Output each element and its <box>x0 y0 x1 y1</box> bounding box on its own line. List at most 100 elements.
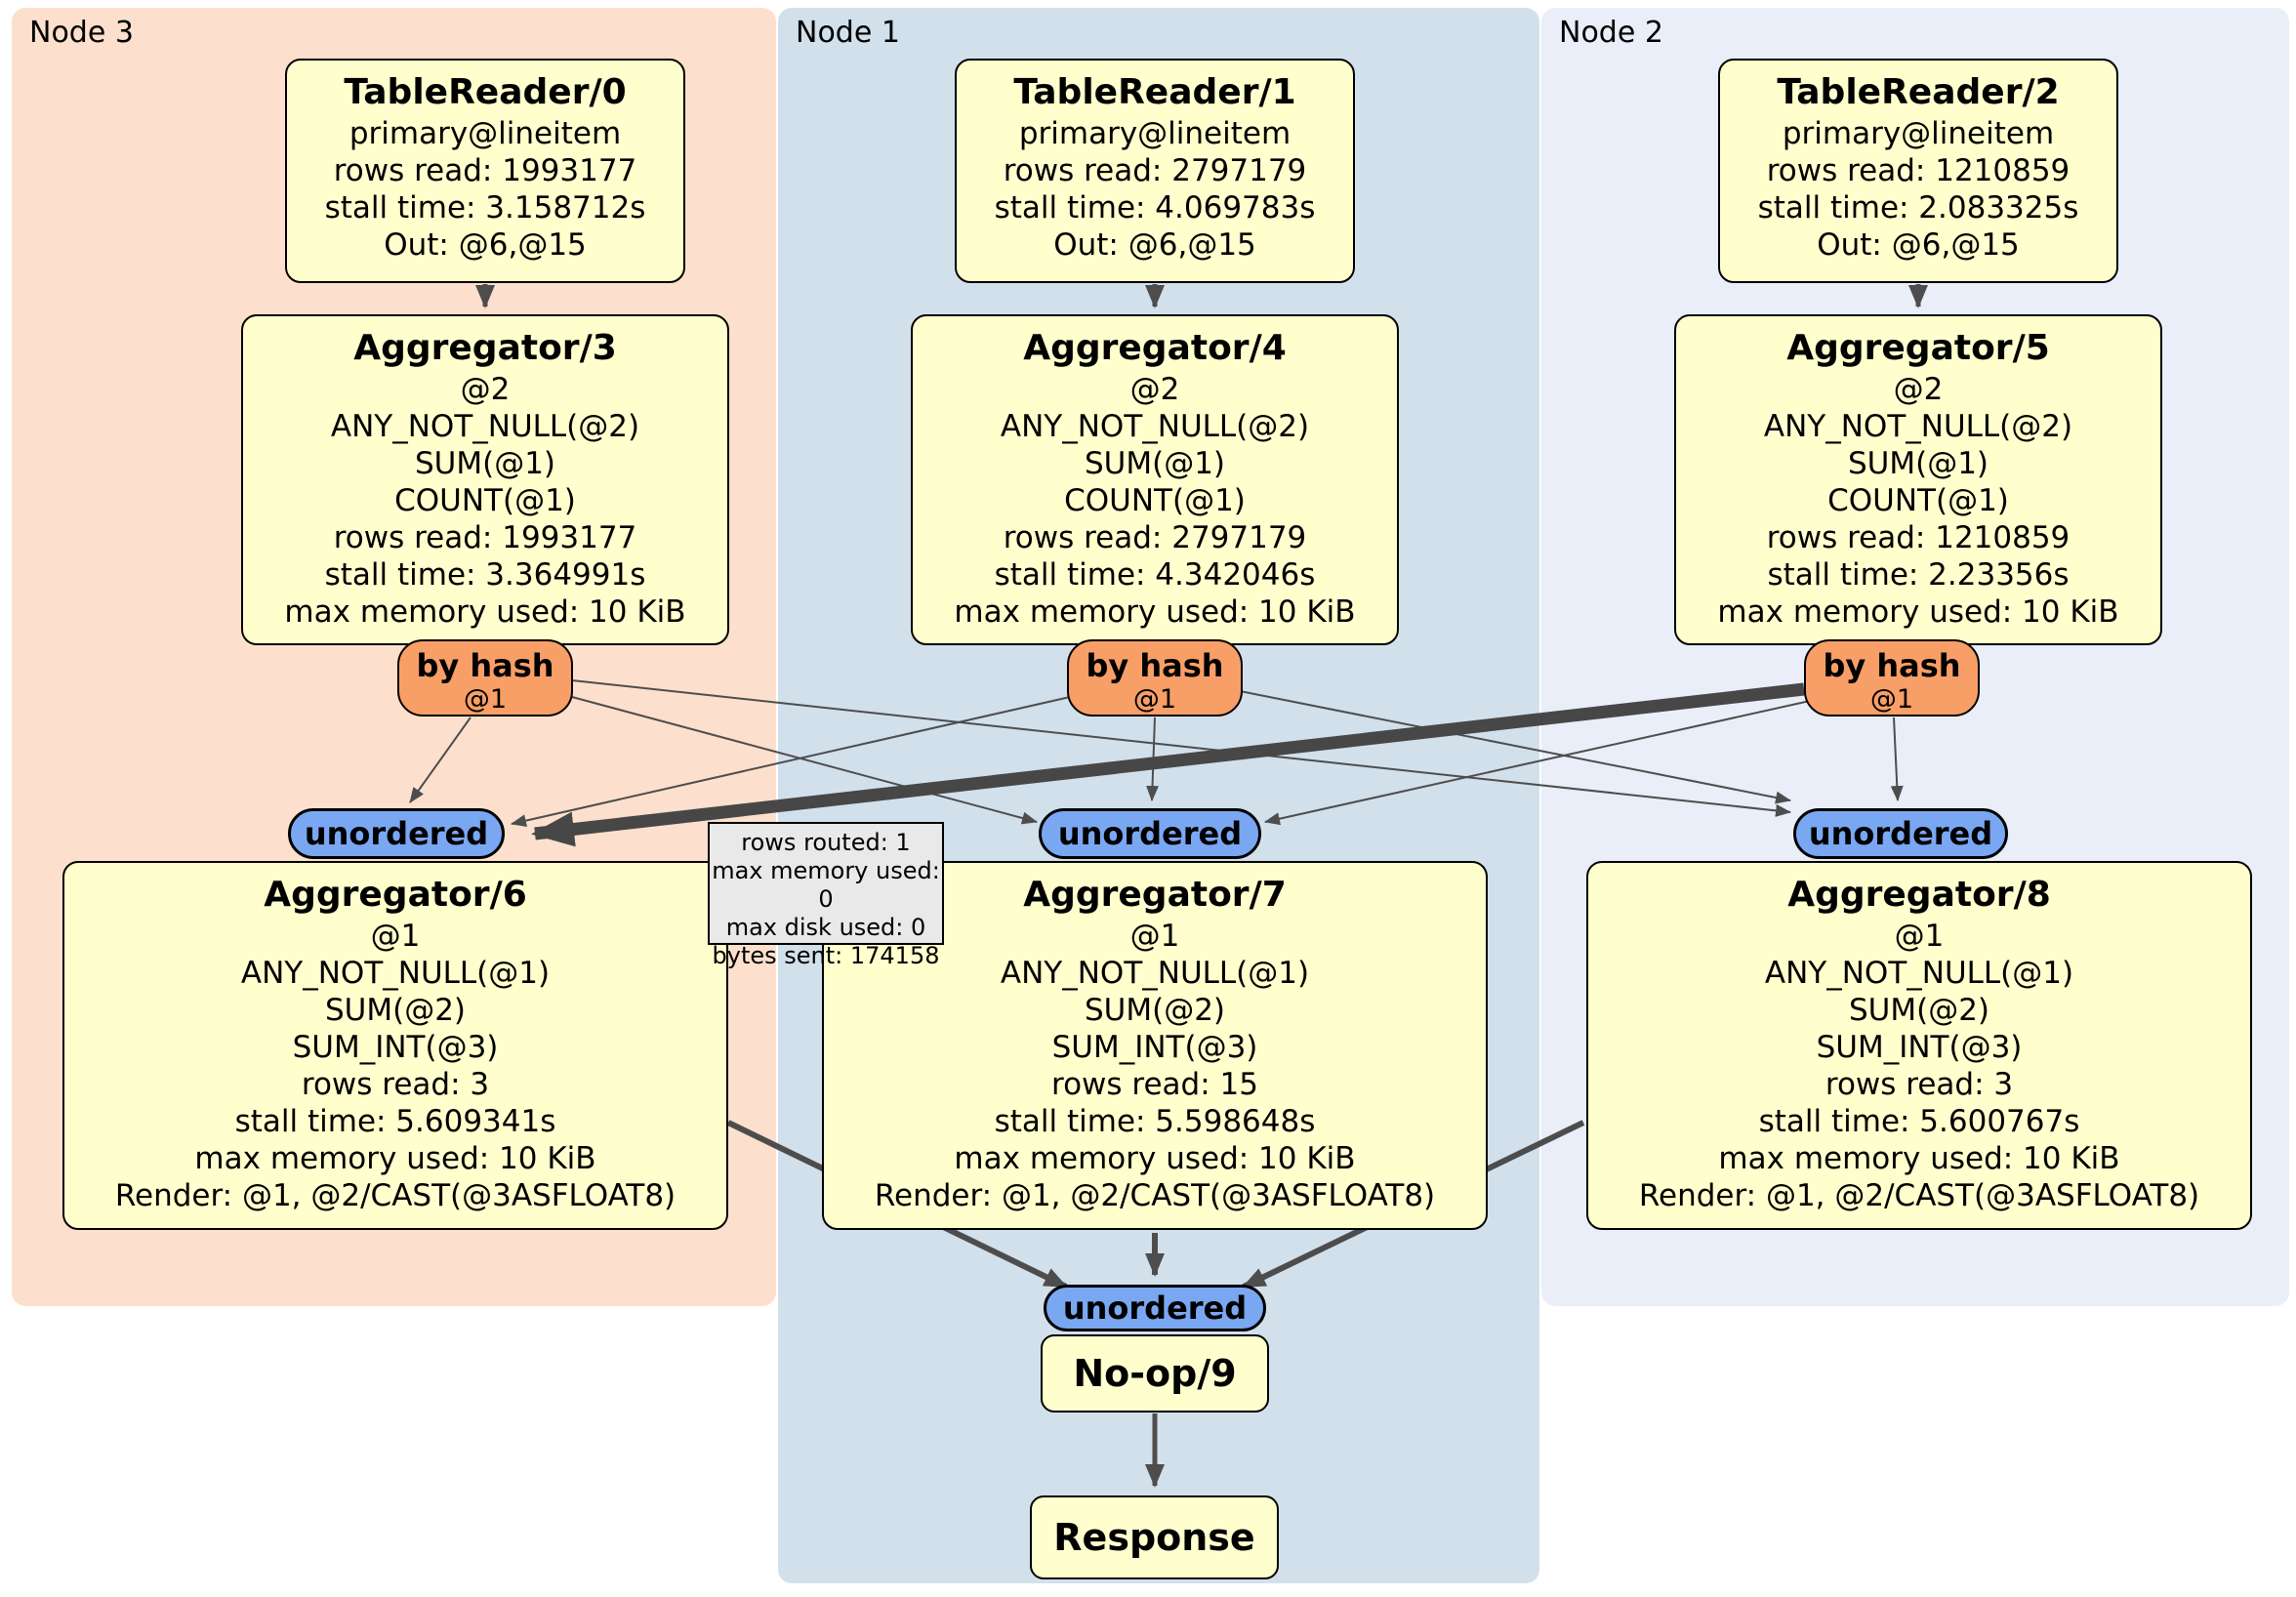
stat-line: SUM(@2) <box>1084 993 1226 1028</box>
stat-line: ANY_NOT_NULL(@1) <box>1764 956 2074 991</box>
router-key: @1 <box>1132 684 1177 715</box>
stat-line: primary@lineitem <box>1018 116 1292 151</box>
edge-byhash2-unordered3-highlighted[interactable] <box>531 682 1805 847</box>
router-label: by hash <box>416 647 554 684</box>
stat-line: stall time: 5.598648s <box>994 1104 1316 1139</box>
stat-line: Out: @6,@15 <box>1053 227 1256 263</box>
stat-line: @1 <box>1129 919 1180 954</box>
stat-line: rows read: 1993177 <box>333 153 637 188</box>
sync-label: unordered <box>1062 1290 1248 1327</box>
stat-line: ANY_NOT_NULL(@2) <box>1000 409 1310 444</box>
tooltip-line: max disk used: 0 <box>725 914 926 941</box>
stat-line: Render: @1, @2/CAST(@3ASFLOAT8) <box>114 1178 676 1213</box>
region-node2-label: Node 2 <box>1559 16 1663 50</box>
router-key: @1 <box>1869 684 1914 715</box>
processor-title: No-op/9 <box>1073 1352 1237 1395</box>
sync-label: unordered <box>1057 815 1243 852</box>
stat-line: @1 <box>370 919 421 954</box>
stat-line: Render: @1, @2/CAST(@3ASFLOAT8) <box>874 1178 1436 1213</box>
stat-line: SUM(@1) <box>414 446 556 481</box>
edge-byhash2-unordered2[interactable] <box>1890 717 1904 801</box>
edge-byhash3-unordered2[interactable] <box>571 679 1791 817</box>
stat-line: SUM(@2) <box>1848 993 1990 1028</box>
router-by-hash-node2[interactable]: by hash @1 <box>1804 639 1980 717</box>
stat-line: SUM_INT(@3) <box>1816 1030 2023 1065</box>
stat-line: rows read: 3 <box>301 1067 490 1102</box>
sync-label: unordered <box>304 815 489 852</box>
router-key: @1 <box>463 684 508 715</box>
stat-line: rows read: 1210859 <box>1766 520 2070 555</box>
stat-line: SUM(@1) <box>1847 446 1989 481</box>
processor-tablereader-1[interactable]: TableReader/1 primary@lineitem rows read… <box>955 59 1355 283</box>
stat-line: stall time: 3.158712s <box>324 190 646 225</box>
stat-line: ANY_NOT_NULL(@2) <box>330 409 640 444</box>
stat-line: @2 <box>1893 372 1944 407</box>
processor-aggregator-3[interactable]: Aggregator/3 @2 ANY_NOT_NULL(@2) SUM(@1)… <box>241 314 729 645</box>
stat-line: rows read: 1210859 <box>1766 153 2070 188</box>
tooltip-line: rows routed: 1 <box>741 829 911 856</box>
sync-unordered-node2[interactable]: unordered <box>1793 808 2008 859</box>
processor-title: Response <box>1053 1516 1255 1559</box>
stat-line: stall time: 5.609341s <box>234 1104 556 1139</box>
stat-line: @1 <box>1894 919 1945 954</box>
router-label: by hash <box>1086 647 1224 684</box>
router-label: by hash <box>1823 647 1961 684</box>
sync-unordered-node3[interactable]: unordered <box>288 808 505 859</box>
stat-line: COUNT(@1) <box>1827 483 2009 518</box>
edge-byhash3-unordered3[interactable] <box>409 717 472 803</box>
edge-byhash3-unordered1[interactable] <box>571 696 1038 825</box>
processor-response[interactable]: Response <box>1030 1495 1279 1579</box>
stat-line: SUM_INT(@3) <box>1051 1030 1258 1065</box>
tooltip-line: bytes sent: 174158 <box>712 942 940 969</box>
processor-title: Aggregator/6 <box>264 875 527 915</box>
processor-title: TableReader/0 <box>344 72 627 112</box>
stat-line: max memory used: 10 KiB <box>1718 1141 2120 1176</box>
processor-aggregator-7[interactable]: Aggregator/7 @1 ANY_NOT_NULL(@1) SUM(@2)… <box>822 861 1488 1230</box>
stat-line: ANY_NOT_NULL(@2) <box>1763 409 2073 444</box>
stat-line: @2 <box>460 372 511 407</box>
processor-title: Aggregator/4 <box>1023 328 1287 368</box>
processor-tablereader-2[interactable]: TableReader/2 primary@lineitem rows read… <box>1718 59 2118 283</box>
processor-aggregator-8[interactable]: Aggregator/8 @1 ANY_NOT_NULL(@1) SUM(@2)… <box>1586 861 2252 1230</box>
edge-byhash1-unordered2[interactable] <box>1239 690 1791 804</box>
stat-line: rows read: 3 <box>1824 1067 2014 1102</box>
stat-line: SUM_INT(@3) <box>292 1030 499 1065</box>
stat-line: stall time: 4.342046s <box>994 557 1316 593</box>
stat-line: max memory used: 10 KiB <box>284 594 686 630</box>
processor-title: Aggregator/5 <box>1786 328 2050 368</box>
processor-title: Aggregator/7 <box>1023 875 1287 915</box>
stat-line: ANY_NOT_NULL(@1) <box>1000 956 1310 991</box>
processor-aggregator-5[interactable]: Aggregator/5 @2 ANY_NOT_NULL(@2) SUM(@1)… <box>1674 314 2162 645</box>
sync-unordered-final[interactable]: unordered <box>1044 1285 1266 1331</box>
stat-line: stall time: 3.364991s <box>324 557 646 593</box>
stat-line: SUM(@2) <box>324 993 467 1028</box>
processor-noop-9[interactable]: No-op/9 <box>1041 1334 1269 1413</box>
stat-line: SUM(@1) <box>1084 446 1226 481</box>
stat-line: stall time: 2.23356s <box>1767 557 2070 593</box>
region-node3-label: Node 3 <box>29 16 134 50</box>
edge-byhash1-unordered3[interactable] <box>511 696 1071 828</box>
stat-line: COUNT(@1) <box>1064 483 1246 518</box>
stat-line: stall time: 2.083325s <box>1757 190 2079 225</box>
stat-line: stall time: 4.069783s <box>994 190 1316 225</box>
router-by-hash-node3[interactable]: by hash @1 <box>397 639 573 717</box>
edge-stats-tooltip: rows routed: 1 max memory used: 0 max di… <box>708 822 944 969</box>
router-by-hash-node1[interactable]: by hash @1 <box>1067 639 1243 717</box>
processor-tablereader-0[interactable]: TableReader/0 primary@lineitem rows read… <box>285 59 685 283</box>
region-node1-label: Node 1 <box>796 16 900 50</box>
stat-line: primary@lineitem <box>348 116 622 151</box>
stat-line: max memory used: 10 KiB <box>954 1141 1356 1176</box>
sync-label: unordered <box>1808 815 1993 852</box>
tooltip-line: max memory used: 0 <box>712 857 940 913</box>
processor-title: Aggregator/3 <box>353 328 617 368</box>
edge-byhash2-unordered1[interactable] <box>1264 700 1811 826</box>
processor-aggregator-6[interactable]: Aggregator/6 @1 ANY_NOT_NULL(@1) SUM(@2)… <box>62 861 728 1230</box>
stat-line: Out: @6,@15 <box>1817 227 2020 263</box>
processor-title: TableReader/1 <box>1013 72 1296 112</box>
stat-line: @2 <box>1129 372 1180 407</box>
processor-title: Aggregator/8 <box>1787 875 2051 915</box>
sync-unordered-node1[interactable]: unordered <box>1039 808 1261 859</box>
stat-line: max memory used: 10 KiB <box>954 594 1356 630</box>
stat-line: rows read: 2797179 <box>1003 153 1307 188</box>
processor-aggregator-4[interactable]: Aggregator/4 @2 ANY_NOT_NULL(@2) SUM(@1)… <box>911 314 1399 645</box>
